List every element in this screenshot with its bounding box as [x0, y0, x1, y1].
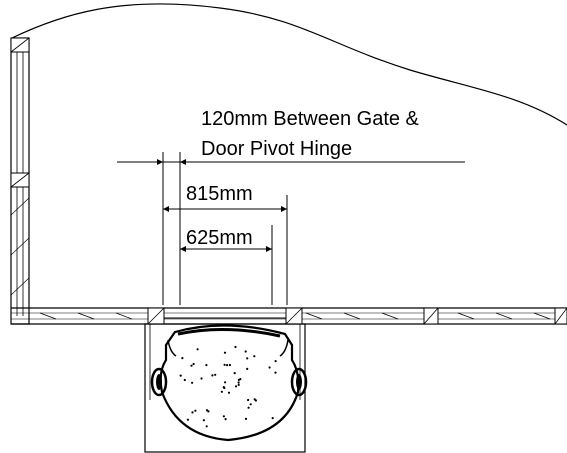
seat-texture-dot: [183, 378, 186, 382]
seat-texture-dot: [253, 398, 256, 401]
seat-texture-dot: [268, 366, 271, 369]
wheelchair-symbol: [150, 324, 308, 442]
seat-texture-dot: [211, 374, 214, 377]
seat-texture-dot: [190, 364, 193, 367]
seat-texture-dot: [271, 417, 274, 420]
seat-texture-dot: [246, 357, 249, 360]
wall-hatch-line: [39, 312, 57, 320]
dimension-625-label: 625mm: [186, 227, 253, 249]
seat-texture-dot: [237, 381, 240, 384]
hinge-gap-label-line2: Door Pivot Hinge: [201, 138, 352, 160]
seat-texture-dot: [192, 362, 195, 366]
seat-texture-dot: [205, 409, 209, 412]
seat-texture-dot: [205, 425, 208, 428]
seat-texture-dot: [224, 418, 227, 421]
wall-hatch-line: [77, 312, 95, 320]
seat-texture-dot: [194, 409, 197, 412]
room-boundary-curve: [11, 3, 567, 126]
seat-texture-dot: [247, 398, 250, 402]
wall-hatch-line: [305, 312, 323, 320]
seat-texture-dot: [234, 345, 237, 349]
seat-texture-dot: [246, 367, 249, 370]
seat-texture-dot: [274, 371, 277, 374]
seat-texture-dot: [234, 385, 238, 388]
seat-texture-dot: [223, 351, 227, 354]
seat-texture-dot: [222, 415, 225, 418]
seat-texture-dot: [274, 360, 277, 363]
wall-hatch-line: [495, 312, 513, 320]
dimension-lines: [117, 152, 465, 305]
seat-texture-dot: [222, 386, 225, 389]
left-wall: [10, 37, 30, 325]
seat-texture-dot: [196, 348, 199, 351]
wall-hatch-line: [343, 312, 361, 320]
bottom-wall: [11, 307, 567, 325]
hinge-gap-label-line1: 120mm Between Gate &: [201, 108, 420, 130]
seat-texture-dot: [186, 418, 189, 421]
seat-texture-dot: [220, 390, 223, 393]
seat-texture-dot: [247, 406, 250, 409]
seat-texture-dot: [191, 381, 194, 384]
seat-texture-dot: [249, 403, 252, 406]
seat-texture-dot: [223, 363, 226, 366]
wall-hatch-line: [533, 312, 551, 320]
seat-texture-dot: [244, 417, 248, 420]
wall-hatch-line: [115, 312, 133, 320]
dimension-815-label: 815mm: [186, 183, 253, 205]
seat-texture-dot: [200, 377, 203, 380]
seat-texture-dot: [227, 391, 231, 394]
seat-texture-dot: [233, 372, 236, 375]
seat-texture-dot: [226, 364, 229, 367]
seat-texture-dot: [191, 411, 194, 414]
seat-texture-dot: [202, 419, 205, 422]
seat-texture-dot: [214, 373, 217, 376]
seat-texture-dot: [181, 357, 184, 360]
seat-texture-dot: [244, 350, 247, 353]
seat-texture-dot: [224, 381, 227, 384]
seat-texture-dot: [253, 355, 256, 358]
seat-texture-dot: [237, 383, 240, 386]
seat-texture-dot: [205, 364, 208, 367]
seat-texture-dot: [179, 374, 182, 377]
wall-hatch-line: [381, 312, 399, 320]
seat-texture-dot: [228, 363, 231, 367]
wall-hatch-line: [457, 312, 475, 320]
seat-texture-dot: [239, 378, 242, 381]
